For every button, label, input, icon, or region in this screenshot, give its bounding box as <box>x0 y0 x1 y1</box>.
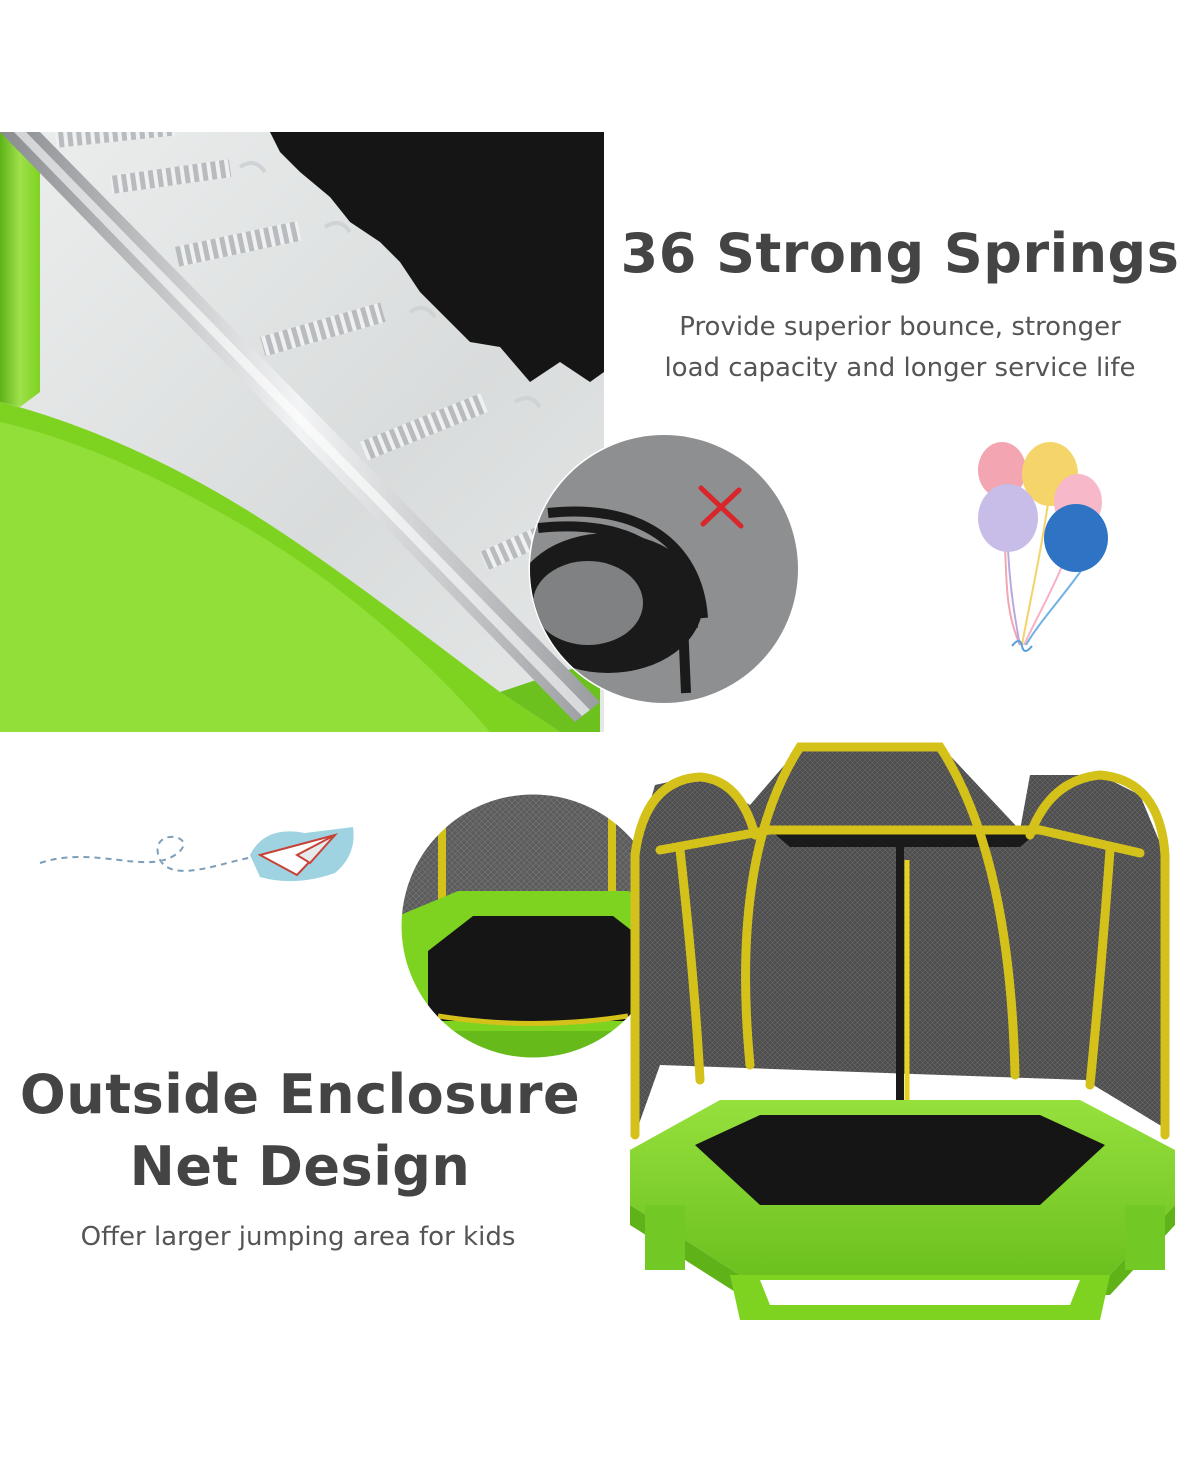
enclosure-heading-line-1: Outside Enclosure <box>19 1063 581 1126</box>
springs-description-line-1: Provide superior bounce, stronger <box>679 312 1121 342</box>
balloons-icon <box>970 440 1120 665</box>
enclosure-heading-line-2: Net Design <box>129 1135 471 1198</box>
springs-closeup-photo <box>0 132 604 732</box>
trampoline-enclosure-photo <box>620 735 1190 1325</box>
enclosure-detail-circle <box>398 791 668 1061</box>
comparison-inset-circle <box>528 433 800 705</box>
springs-heading: 36 Strong Springs <box>620 222 1180 285</box>
paper-airplane-icon <box>35 815 360 895</box>
red-cross-icon <box>695 482 747 532</box>
enclosure-description: Offer larger jumping area for kids <box>80 1222 516 1252</box>
springs-description-line-2: load capacity and longer service life <box>664 353 1136 383</box>
